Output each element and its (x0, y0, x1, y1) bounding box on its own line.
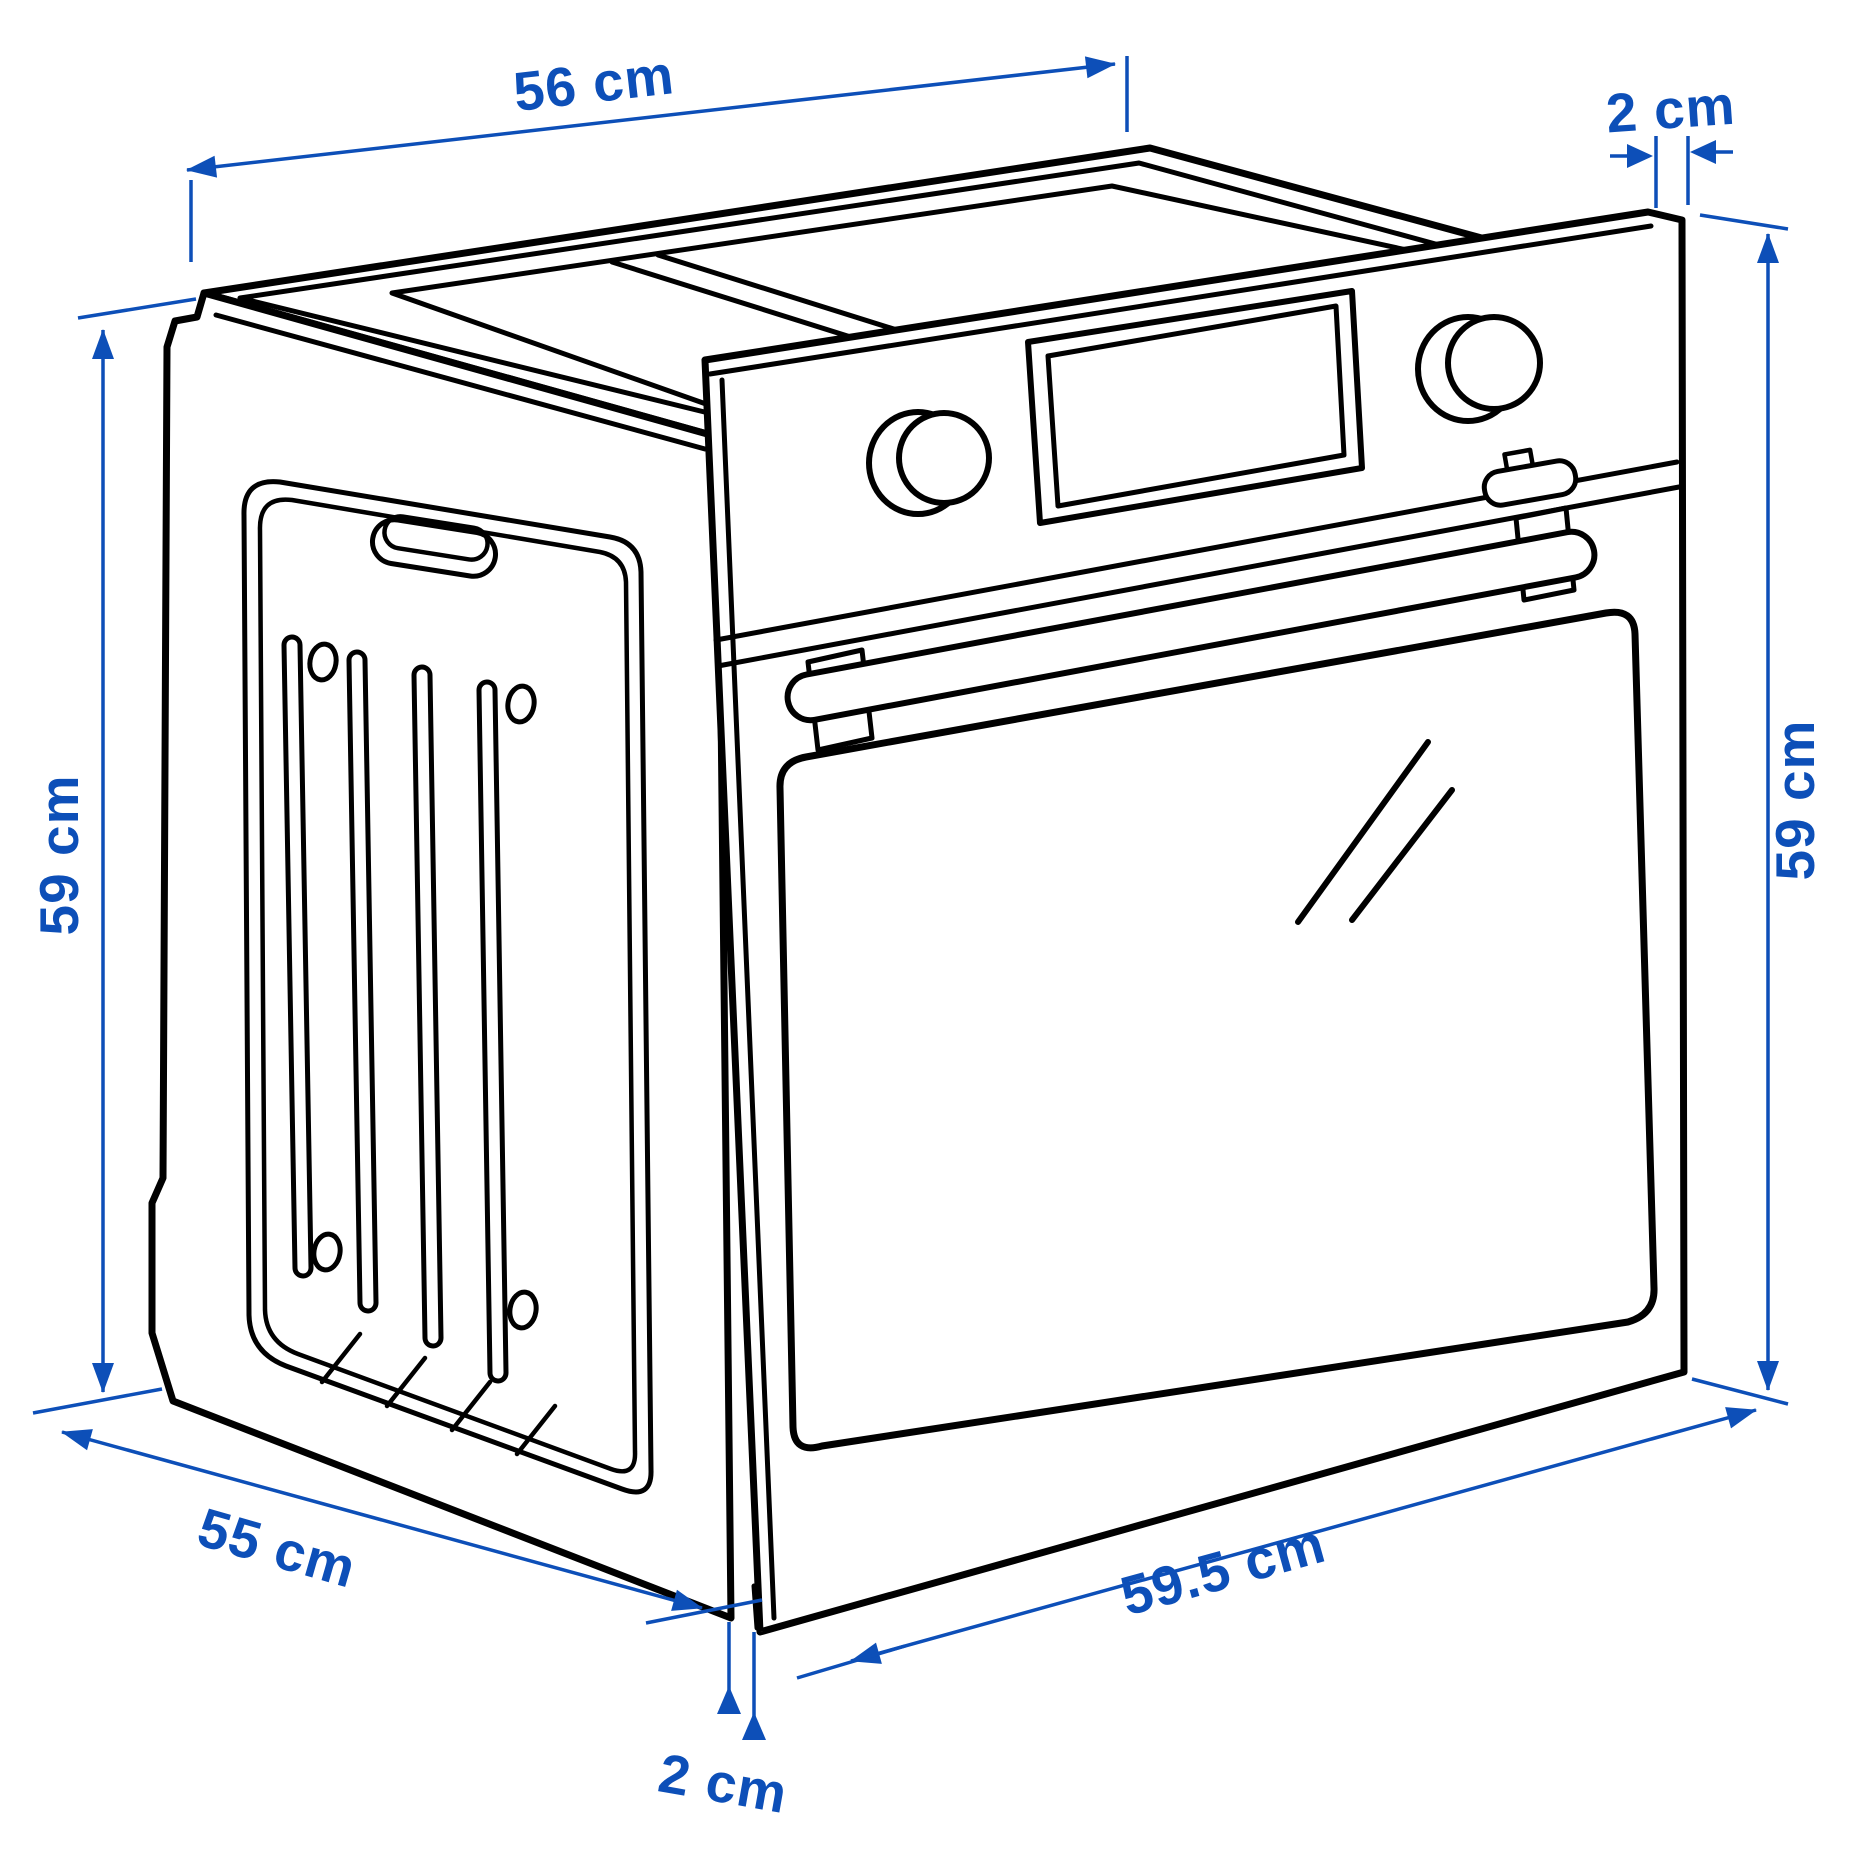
dimension-label-top-door-thickness: 2 cm (1604, 74, 1737, 145)
dimension-top-door-thickness: 2 cm (1604, 74, 1737, 208)
door-window (776, 608, 1658, 1452)
dimension-left-height: 59 cm (28, 297, 197, 1415)
side-handle-cutout-outer (369, 517, 499, 579)
side-plate-chamfers (319, 1331, 558, 1457)
control-display-screen (1045, 303, 1347, 509)
dimension-bottom-door-gap: 2 cm (654, 1622, 792, 1825)
cabinet-side-panel (148, 289, 735, 1622)
side-handle-cutout-inner (382, 514, 490, 562)
dimension-label-right-height: 59 cm (1764, 720, 1826, 881)
dimension-right-height: 59 cm (1691, 213, 1826, 1406)
side-screw-holes (307, 641, 539, 1331)
control-knob-right (1415, 314, 1543, 424)
door-left-thickness-line (719, 377, 777, 1621)
side-rib-slots (281, 634, 509, 1384)
door-top-thickness-line (707, 223, 1654, 377)
dimension-label-front-width: 59.5 cm (1114, 1512, 1332, 1628)
dimension-label-depth: 55 cm (191, 1496, 363, 1600)
control-knob-left (866, 409, 992, 517)
dimension-label-left-height: 59 cm (28, 775, 90, 936)
dimension-label-bottom-door-gap: 2 cm (654, 1742, 792, 1826)
handle-bar (784, 528, 1598, 724)
door-latch (1481, 447, 1579, 508)
side-embossed-panel (241, 479, 654, 1495)
dimension-label-top-width: 56 cm (510, 43, 677, 123)
window-glass-shine (1295, 739, 1455, 925)
oven-door (701, 208, 1688, 1636)
door-handle (784, 505, 1598, 753)
cabinet-side-top-flange (213, 312, 708, 452)
